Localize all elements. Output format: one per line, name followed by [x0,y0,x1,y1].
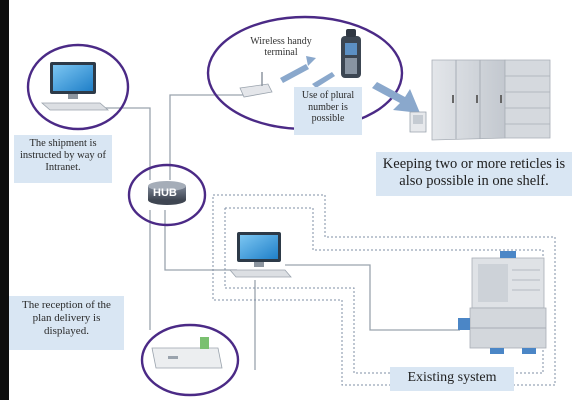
signal-arrows [280,56,335,88]
ellipse-hub [127,163,207,227]
network-hub-icon [148,181,186,205]
wireless-terminal-label: Wireless handy terminal [250,36,312,58]
shipment-callout: The shipment is instructed by way of Int… [14,135,112,183]
desktop-computer-icon [229,232,292,278]
reticle-stocker-machine-icon [458,251,547,354]
existing-system-dotted [212,194,556,386]
hub-label: HUB [153,187,177,199]
existing-system-label: Existing system [390,367,514,391]
reticle-box-icon [409,111,427,133]
line-hub-desktop2 [164,210,237,271]
reticle-storage-shelf-icon [431,59,551,141]
big-arrow-icon [372,82,420,113]
ellipse-printer [140,323,240,397]
left-border-bar [0,0,9,400]
wireless-access-point-icon [239,72,273,98]
line-hub-ap [169,94,245,180]
desktop-computer-icon [40,62,110,111]
line-desktop2-stocker [285,264,460,331]
reticles-callout: Keeping two or more reticles is also pos… [376,152,572,196]
label-printer-icon [151,337,223,369]
handheld-terminal-icon [341,29,361,78]
ellipse-desktop [26,43,130,131]
plural-number-callout: Use of plural number is possible [294,87,362,135]
line-desktop-hub [100,107,151,180]
reception-callout: The reception of the plan delivery is di… [9,296,124,350]
